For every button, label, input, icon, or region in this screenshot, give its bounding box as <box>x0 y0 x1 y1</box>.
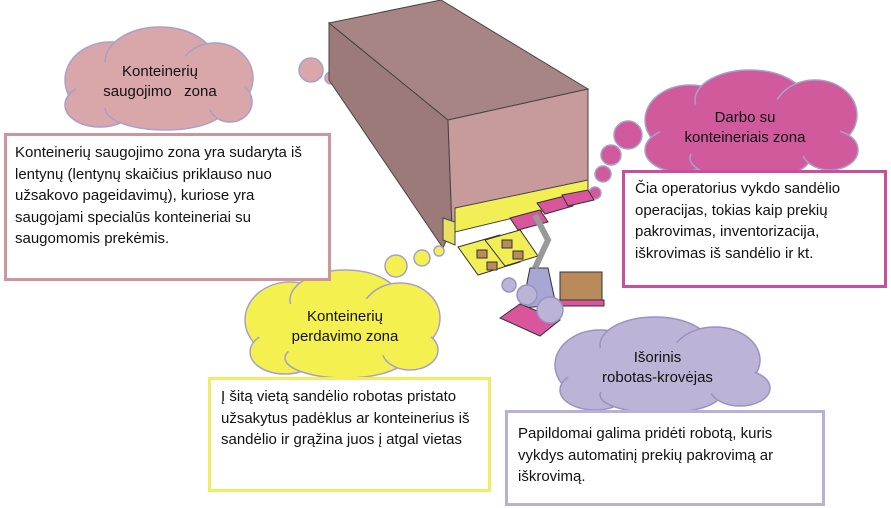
transfer-zone-cloud <box>244 245 445 379</box>
warehouse-building <box>327 0 590 250</box>
transfer-zone-description: Į šitą vietą sandėlio robotas pristato u… <box>208 377 491 492</box>
external-robot-description: Papildomai galima pridėti robotą, kuris … <box>505 410 825 506</box>
storage-zone-description: Konteinerių saugojimo zona yra sudaryta … <box>4 133 331 281</box>
external-robot-cloud <box>501 277 771 414</box>
work-zone-cloud <box>588 69 859 200</box>
storage-zone-title: Konteinerių saugojimo zona <box>103 63 217 100</box>
external-robot-title: Išorinis robotas-krovėjas <box>602 349 713 386</box>
transfer-zone-title: Konteinerių perdavimo zona <box>291 308 399 345</box>
work-zone-description: Čia operatorius vykdo sandėlio operacija… <box>622 170 887 288</box>
work-zone-title: Darbo su konteineriais zona <box>684 109 806 146</box>
